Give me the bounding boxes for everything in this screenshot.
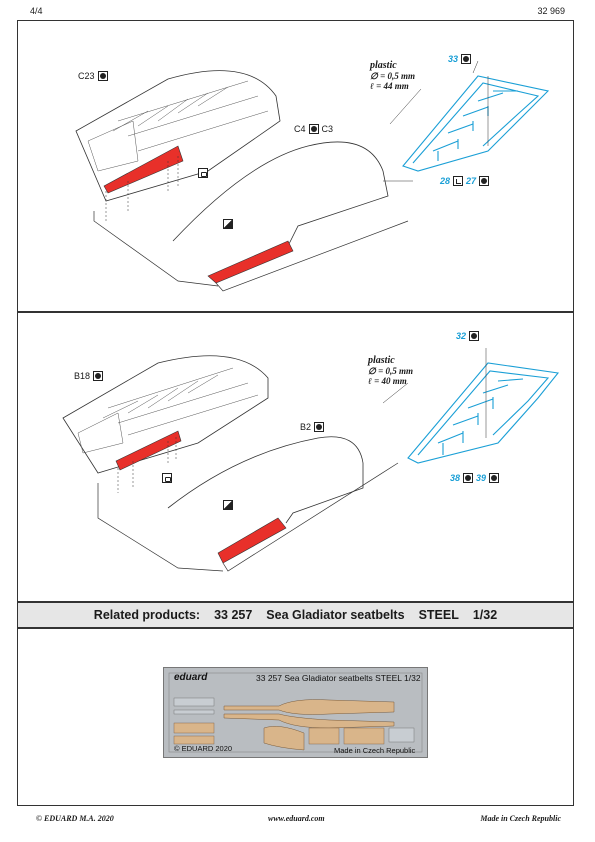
glue-icon — [314, 422, 325, 432]
paint-icon — [223, 500, 233, 510]
panel-2-drawing — [62, 348, 560, 572]
related-products-bar: Related products: 33 257 Sea Gladiator s… — [17, 602, 574, 628]
footer-website[interactable]: www.eduard.com — [268, 814, 325, 823]
paint-marker — [223, 219, 233, 229]
related-product-panel — [17, 628, 574, 806]
glue-icon — [308, 124, 319, 134]
photo-etch-sheet: eduard 33 257 Sea Gladiator seatbelts ST… — [163, 667, 428, 758]
part-label: C4 — [294, 124, 306, 134]
instruction-panel-1: C23 C4 C3 plastic ∅ = 0,5 mm ℓ = 44 mm 3… — [17, 20, 574, 312]
catalog-number: 32 969 — [537, 6, 565, 16]
spec-diameter: ∅ = 0,5 mm — [370, 71, 415, 81]
glue-icon — [97, 71, 108, 81]
sheet-copyright: © EDUARD 2020 — [174, 744, 233, 753]
glue-icon — [461, 54, 472, 64]
part-label: 38 — [450, 473, 461, 483]
glue-icon — [479, 176, 490, 186]
related-code: 33 257 — [214, 608, 253, 622]
part-label: B2 — [300, 422, 312, 432]
spec-block-1: plastic ∅ = 0,5 mm ℓ = 44 mm — [370, 60, 415, 92]
callout-38-39: 38 39 — [450, 473, 500, 483]
callout-b18: B18 — [74, 371, 104, 381]
related-material: STEEL — [418, 608, 459, 622]
part-label: 28 — [440, 176, 451, 186]
spec-material: plastic — [368, 355, 395, 366]
related-label: Related products: — [93, 608, 201, 622]
glue-icon — [489, 473, 500, 483]
glue-icon — [93, 371, 104, 381]
page-number: 4/4 — [30, 6, 43, 16]
part-label: B18 — [74, 371, 91, 381]
part-label: 33 — [448, 54, 459, 64]
related-name: Sea Gladiator seatbelts — [266, 608, 405, 622]
panel-1-drawing — [75, 60, 550, 292]
paint-icon — [223, 219, 233, 229]
paint-marker — [223, 500, 233, 510]
part-label: 39 — [476, 473, 487, 483]
sheet-brand: eduard — [174, 672, 208, 683]
callout-28-27: 28 27 — [440, 176, 490, 186]
spec-length: ℓ = 40 mm — [368, 376, 407, 386]
related-scale: 1/32 — [472, 608, 498, 622]
spec-block-2: plastic ∅ = 0,5 mm ℓ = 40 mm — [368, 355, 413, 387]
part-label: 27 — [466, 176, 477, 186]
bend-icon — [162, 473, 172, 483]
sheet-title: 33 257 Sea Gladiator seatbelts STEEL 1/3… — [256, 673, 421, 683]
part-label: C23 — [78, 71, 95, 81]
bend-icon — [198, 168, 208, 178]
bend-icon — [453, 176, 464, 186]
callout-c4-c3: C4 C3 — [294, 124, 333, 134]
footer-origin: Made in Czech Republic — [480, 814, 561, 823]
instruction-panel-2: B18 B2 plastic ∅ = 0,5 mm ℓ = 40 mm 32 3… — [17, 312, 574, 602]
footer-copyright: © EDUARD M.A. 2020 — [36, 814, 114, 823]
spec-diameter: ∅ = 0,5 mm — [368, 366, 413, 376]
part-label: C3 — [321, 124, 334, 134]
sheet-parts — [168, 672, 423, 753]
spec-length: ℓ = 44 mm — [370, 81, 409, 91]
glue-icon — [469, 331, 480, 341]
fold-marker — [162, 473, 172, 483]
callout-32: 32 — [456, 331, 480, 341]
callout-33: 33 — [448, 54, 472, 64]
spec-material: plastic — [370, 60, 397, 71]
part-label: 32 — [456, 331, 467, 341]
callout-c23: C23 — [78, 71, 108, 81]
glue-icon — [463, 473, 474, 483]
sheet-origin: Made in Czech Republic — [334, 746, 416, 755]
callout-b2: B2 — [300, 422, 325, 432]
fold-marker — [198, 168, 208, 178]
